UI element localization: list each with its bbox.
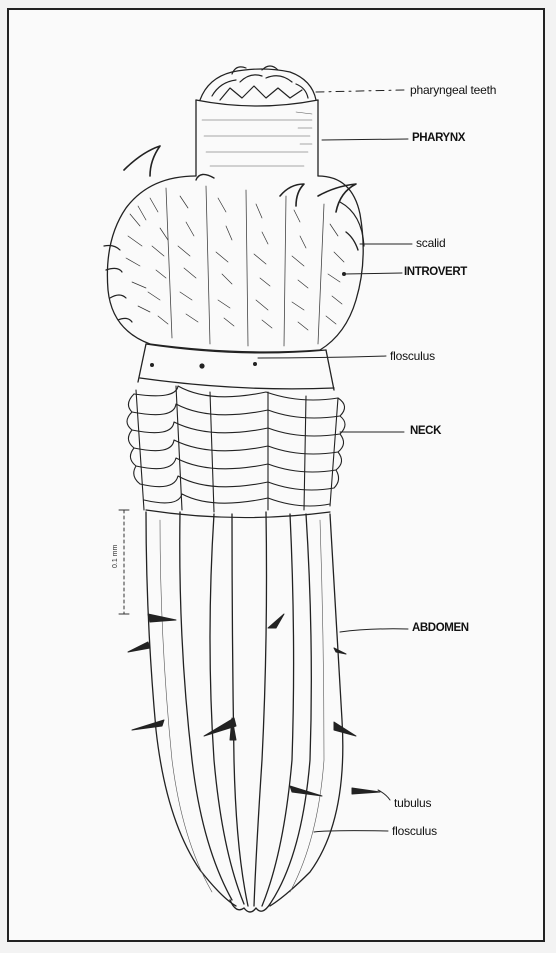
- scale-bar: [119, 510, 129, 614]
- label-neck: NECK: [410, 425, 441, 437]
- label-pharynx: PHARYNX: [412, 132, 465, 144]
- leader-lines: [258, 90, 412, 832]
- label-flosculus-upper: flosculus: [390, 349, 435, 363]
- label-pharyngeal-teeth: pharyngeal teeth: [410, 83, 496, 97]
- introvert-drawing: [104, 146, 364, 352]
- scale-bar-label: 0.1 mm: [112, 545, 119, 568]
- label-abdomen: ABDOMEN: [412, 622, 469, 634]
- label-tubulus: tubulus: [394, 796, 431, 810]
- label-flosculus-lower: flosculus: [392, 824, 437, 838]
- pharynx-drawing: [196, 100, 318, 176]
- abdomen-drawing: [146, 512, 343, 912]
- label-introvert: INTROVERT: [404, 266, 467, 278]
- neck-drawing: [127, 344, 345, 518]
- pharyngeal-teeth-drawing: [200, 66, 316, 100]
- label-scalid: scalid: [416, 236, 445, 250]
